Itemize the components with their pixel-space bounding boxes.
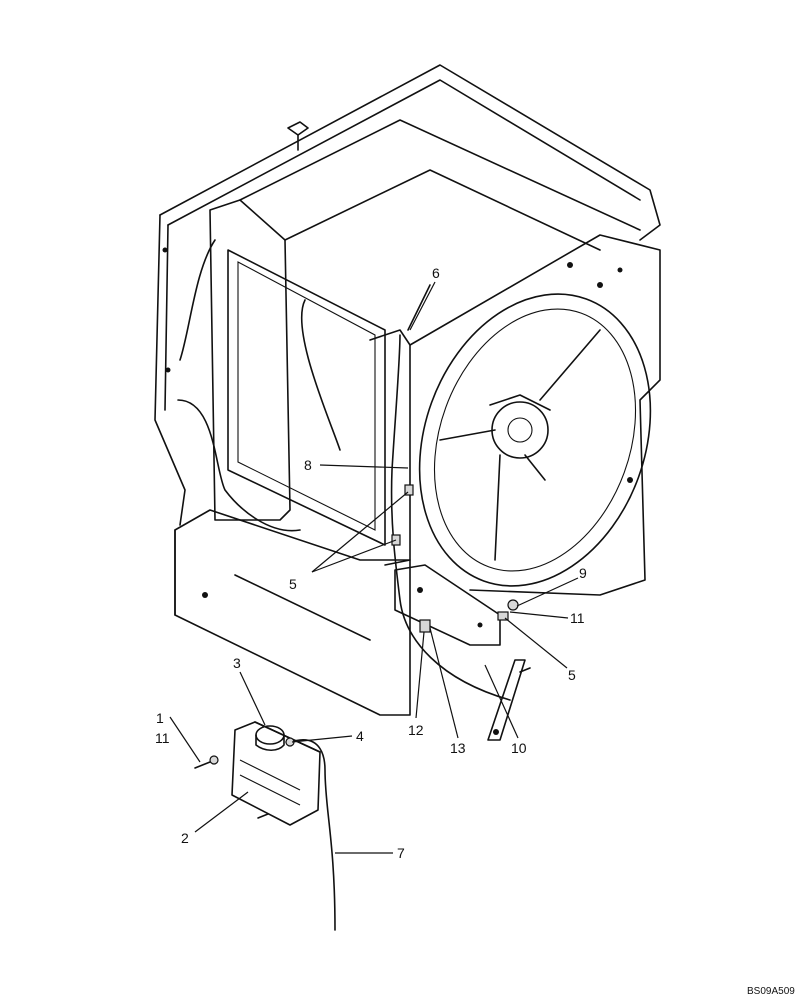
callout-10: 10	[511, 740, 527, 756]
callout-13: 13	[450, 740, 466, 756]
radiator-frame-housing	[154, 64, 661, 716]
callout-12: 12	[408, 722, 424, 738]
callout-4: 4	[356, 728, 364, 744]
callout-11-right: 11	[570, 610, 585, 626]
hose-clamps	[391, 484, 519, 633]
callout-3: 3	[233, 655, 241, 671]
callout-8: 8	[304, 457, 312, 473]
callout-labels: 1 11 2 3 4 5 6 7 8 9 11 5 12 13 10 BS09A…	[155, 265, 795, 997]
coolant-overflow-tank	[194, 721, 336, 931]
leader-lines	[169, 281, 579, 854]
callout-11-left: 11	[155, 730, 170, 746]
drawing-code: BS09A509	[747, 986, 795, 997]
callout-5-right: 5	[568, 667, 576, 683]
callout-1: 1	[156, 710, 164, 726]
callout-9: 9	[579, 565, 587, 581]
callout-6: 6	[432, 265, 440, 281]
callout-2: 2	[181, 830, 189, 846]
bracket-10	[487, 659, 531, 741]
callout-7: 7	[397, 845, 405, 861]
callout-5-center: 5	[289, 576, 297, 592]
